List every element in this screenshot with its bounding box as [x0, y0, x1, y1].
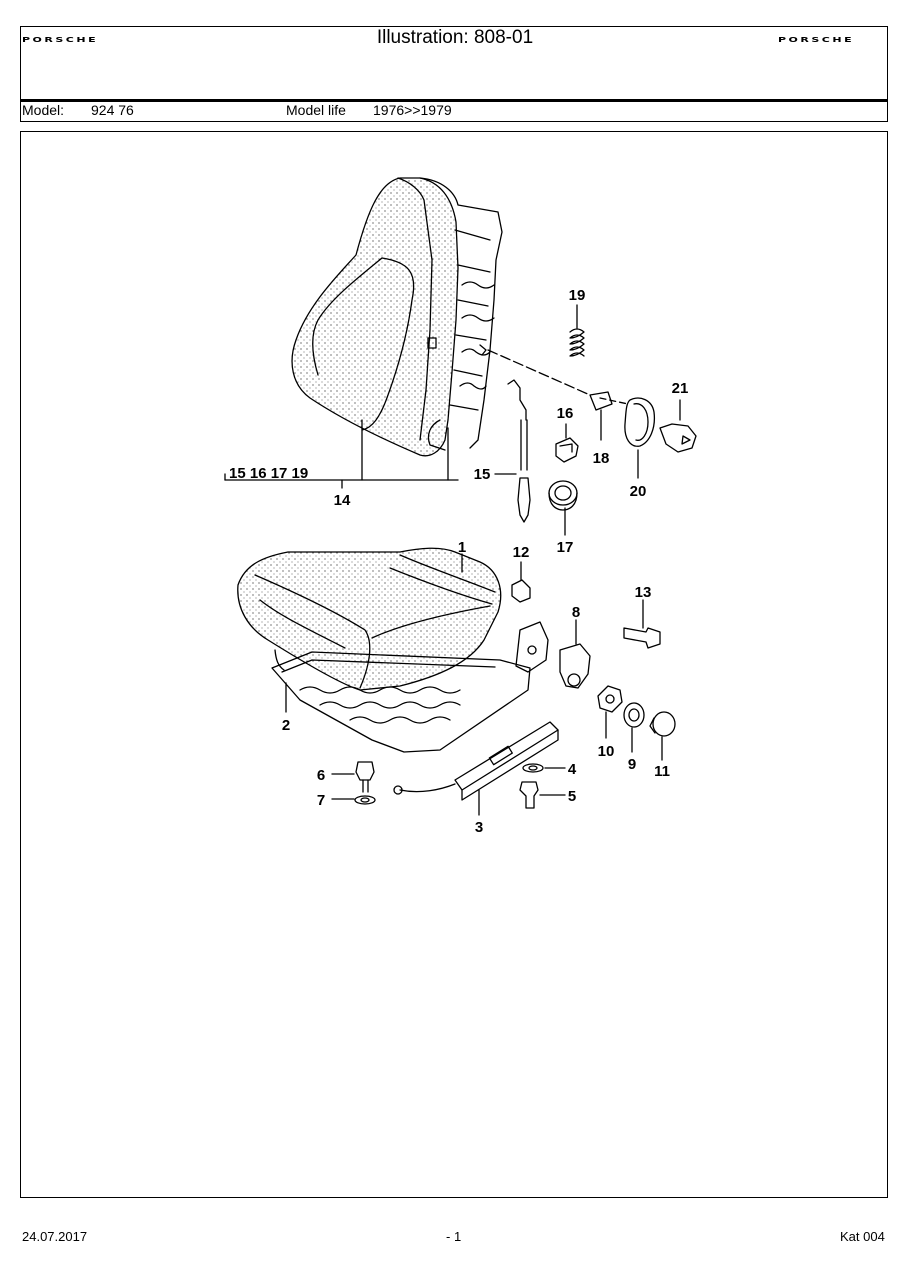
part-17-grommet-drawing — [548, 480, 578, 536]
seat-cushion-drawing — [237, 547, 502, 691]
callout-14: 14 — [334, 492, 351, 509]
callout-4: 4 — [568, 761, 577, 778]
model-value: 924 76 — [91, 102, 134, 118]
callout-12: 12 — [513, 544, 530, 561]
callout-9: 9 — [628, 756, 636, 773]
part-21-knob-drawing — [659, 399, 697, 453]
callout-19: 19 — [569, 287, 586, 304]
part-3-rail-drawing — [393, 721, 559, 816]
part-10-washer-drawing — [597, 685, 623, 739]
part-16-bracket-drawing — [555, 423, 579, 463]
callout-18: 18 — [593, 450, 610, 467]
part-20-cap-drawing — [624, 397, 656, 479]
part-4-ring-drawing — [522, 763, 566, 773]
callout-1: 1 — [458, 539, 466, 556]
callout-11: 11 — [654, 763, 670, 780]
part-13-bolt-drawing — [623, 599, 661, 649]
callout-13: 13 — [635, 584, 652, 601]
part-6-bolt-drawing — [331, 761, 375, 793]
callout-3: 3 — [475, 819, 483, 836]
page-title: Illustration: 808-01 — [376, 27, 534, 48]
callout-8: 8 — [572, 604, 580, 621]
callout-21: 21 — [672, 380, 689, 397]
part-14-bracket-lines — [224, 419, 459, 489]
backrest-drawing — [291, 177, 503, 457]
callout-2: 2 — [282, 717, 290, 734]
model-life-label: Model life — [286, 102, 346, 118]
header-rule — [20, 99, 888, 102]
part-8-mechanism-drawing — [559, 619, 591, 689]
porsche-logo-right: PORSCHE — [778, 36, 855, 44]
header-box — [20, 26, 888, 122]
footer-date: 24.07.2017 — [22, 1229, 88, 1244]
callout-group-14: 15 16 17 19 — [229, 465, 308, 482]
part-12-bolt-drawing — [511, 561, 531, 603]
porsche-logo-left: PORSCHE — [22, 36, 99, 44]
callout-20: 20 — [630, 483, 647, 500]
part-7-washer-drawing — [331, 795, 376, 805]
part-19-spring-drawing — [569, 304, 585, 357]
illustration-frame — [20, 131, 888, 1198]
part-5-bolt-drawing — [519, 781, 566, 809]
callout-17: 17 — [557, 539, 574, 556]
footer-page: - 1 — [446, 1229, 462, 1244]
part-9-nut-drawing — [623, 702, 645, 753]
part-15-rod-drawing — [494, 379, 531, 523]
callout-6: 6 — [317, 767, 325, 784]
part-18-clip-drawing — [589, 391, 613, 441]
callout-5: 5 — [568, 788, 576, 805]
callout-16: 16 — [557, 405, 574, 422]
callout-10: 10 — [598, 743, 615, 760]
callout-15: 15 — [474, 466, 491, 483]
callout-7: 7 — [317, 792, 325, 809]
footer-catalog: Kat 004 — [840, 1229, 885, 1244]
model-label: Model: — [22, 102, 65, 118]
model-life-value: 1976>>1979 — [373, 102, 452, 118]
part-11-cap-drawing — [649, 711, 676, 761]
part-2-seat-frame-drawing — [271, 621, 549, 753]
